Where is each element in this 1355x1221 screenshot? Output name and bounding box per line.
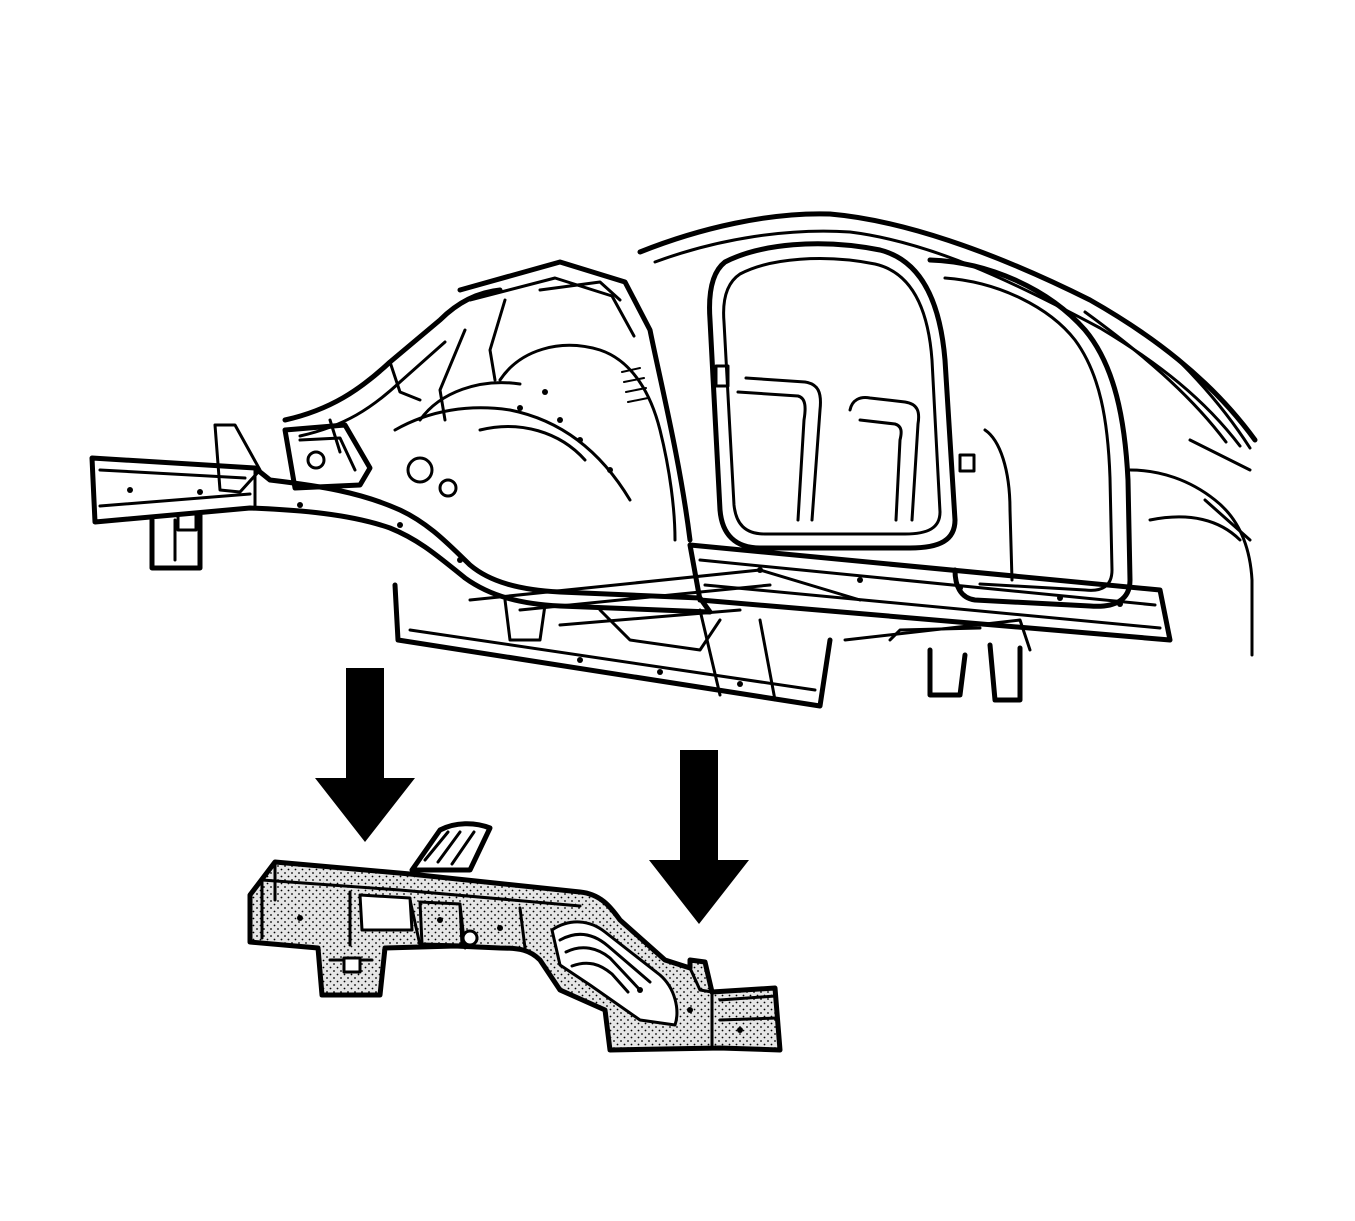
- front-door-opening: [707, 241, 958, 551]
- arrow-left: [315, 668, 415, 842]
- replacement-rail-section: [247, 821, 783, 1053]
- vehicle-body-structure: [89, 211, 1258, 709]
- front-wheelhouse: [393, 259, 693, 543]
- floor-pan: [392, 568, 1032, 709]
- rear-quarter-panel: [958, 428, 1254, 657]
- arrow-right: [649, 750, 749, 924]
